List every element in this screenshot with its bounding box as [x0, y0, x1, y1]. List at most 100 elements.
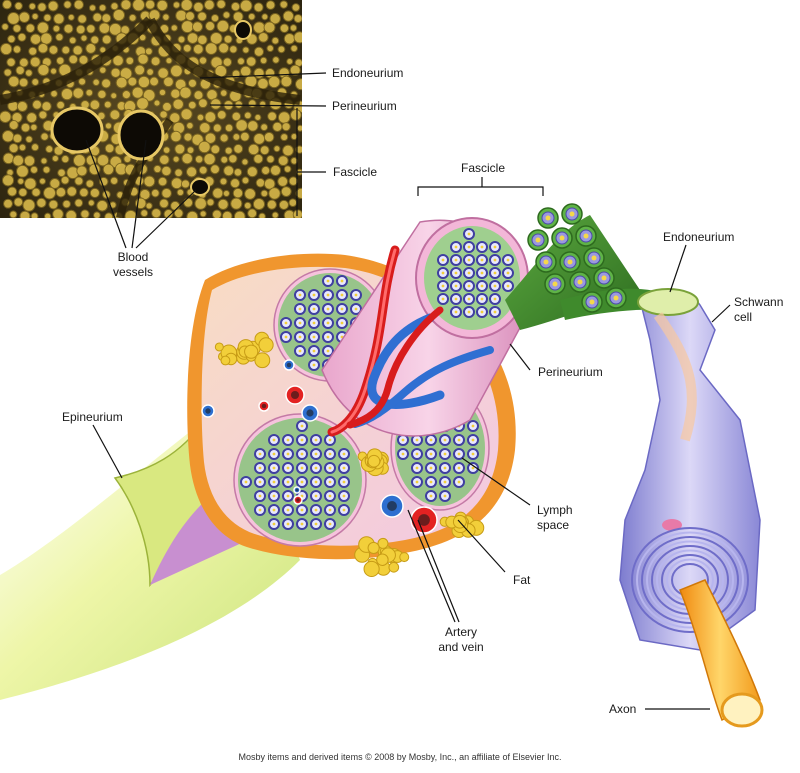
- micrograph-septum: [0, 16, 154, 105]
- axon-dot: [312, 293, 316, 297]
- vessel-lumen: [387, 501, 397, 511]
- micrograph-cell: [172, 1, 181, 9]
- axon-dot: [328, 466, 332, 470]
- micrograph-cell: [157, 176, 168, 187]
- micrograph-cell: [261, 13, 269, 21]
- micrograph-cell: [232, 11, 244, 22]
- micrograph-cell: [260, 189, 269, 198]
- micrograph-cell: [247, 143, 260, 156]
- micrograph-cell: [137, 53, 149, 65]
- micrograph-cell: [209, 31, 223, 45]
- vessel-lumen: [261, 403, 267, 409]
- micrograph-cell: [48, 199, 59, 210]
- micrograph-cell: [18, 77, 29, 88]
- leader-line: [669, 244, 687, 293]
- fascicle-axon-dot: [506, 271, 510, 275]
- micrograph-cell: [271, 211, 279, 218]
- axon-dot: [258, 466, 262, 470]
- label-fascicle: Fascicle: [461, 161, 506, 175]
- micrograph-cell: [0, 42, 13, 56]
- fascicle-axon-dot: [493, 271, 497, 275]
- micrograph-cell: [28, 2, 37, 11]
- axon-dot: [457, 480, 461, 484]
- micrograph-cell: [221, 210, 233, 218]
- micrograph-cell: [266, 44, 274, 53]
- axon-dot: [286, 438, 290, 442]
- fascicle-axon-dot: [493, 245, 497, 249]
- axon-dot: [443, 438, 447, 442]
- micrograph-cell: [104, 212, 114, 218]
- fat-cell: [367, 541, 380, 555]
- micrograph-cell: [223, 34, 233, 44]
- micrograph-cell: [80, 34, 88, 42]
- micrograph-cell: [109, 176, 119, 185]
- axon-dot: [326, 307, 330, 311]
- micrograph-cell: [7, 34, 16, 44]
- micrograph-cell: [283, 165, 292, 173]
- micrograph-cell: [269, 13, 281, 25]
- fascicle-axon-dot: [467, 310, 471, 314]
- micrograph-cell: [121, 90, 132, 100]
- micrograph-cell: [280, 75, 293, 88]
- micrograph-cell: [198, 56, 208, 65]
- axon-dot: [300, 438, 304, 442]
- micrograph-cell: [229, 45, 238, 54]
- micrograph-cell: [258, 212, 266, 218]
- micrograph-cell: [197, 98, 208, 109]
- schwann-nucleus: [662, 519, 682, 531]
- micrograph-cell: [138, 33, 147, 42]
- micrograph-cell: [243, 201, 252, 210]
- micrograph-cell: [230, 197, 243, 210]
- micro-blood-vessel: [234, 20, 252, 40]
- micro-blood-vessel: [50, 106, 104, 154]
- axon-dot: [457, 438, 461, 442]
- micrograph-cell: [288, 176, 299, 186]
- axon-dot: [429, 480, 433, 484]
- label-artery-line1: Artery: [444, 625, 477, 639]
- axon-dot: [300, 508, 304, 512]
- micrograph-cell: [191, 21, 204, 33]
- micrograph-cell: [290, 133, 298, 141]
- micrograph-cell: [162, 13, 170, 21]
- micrograph-cell: [41, 101, 52, 112]
- micrograph-cell: [272, 121, 283, 133]
- vessel-lumen: [295, 488, 299, 492]
- micrograph-cell: [266, 199, 277, 210]
- label-micrograph-fascicle: Fascicle: [333, 165, 378, 179]
- micrograph-cell: [203, 0, 215, 11]
- artery-branch: [346, 306, 444, 429]
- micrograph-cell: [75, 24, 86, 35]
- axon-dot: [286, 494, 290, 498]
- leader-line: [92, 424, 123, 479]
- micrograph-cell: [282, 144, 294, 157]
- micrograph-cell: [198, 140, 211, 154]
- micrograph-cell: [143, 175, 156, 188]
- micrograph-cell: [180, 0, 193, 12]
- micrograph-cell: [45, 145, 54, 154]
- micrograph-cell: [277, 155, 289, 167]
- micrograph-cell: [252, 21, 266, 34]
- micrograph-cell: [210, 144, 221, 155]
- axon-dot: [272, 508, 276, 512]
- micrograph-cell: [236, 57, 246, 66]
- micrograph-cell: [15, 65, 25, 76]
- label-artery-line2: and vein: [438, 640, 484, 654]
- micrograph-cell: [153, 164, 162, 174]
- fiber-end-axon: [552, 281, 558, 287]
- axon-dot: [300, 424, 304, 428]
- micrograph-cell: [25, 135, 33, 144]
- micrograph-cell: [279, 23, 290, 34]
- micrograph-cell: [235, 119, 248, 132]
- micrograph-cell: [170, 24, 178, 32]
- micrograph-cell: [85, 88, 94, 97]
- axon-dot: [471, 452, 475, 456]
- micrograph-cell: [112, 8, 126, 22]
- micrograph-cell: [74, 198, 84, 208]
- micrograph-cell: [24, 177, 37, 191]
- axon-dot: [314, 480, 318, 484]
- micrograph-cell: [187, 100, 197, 110]
- micrograph-cell: [31, 143, 40, 152]
- myelin-layer: [631, 527, 749, 633]
